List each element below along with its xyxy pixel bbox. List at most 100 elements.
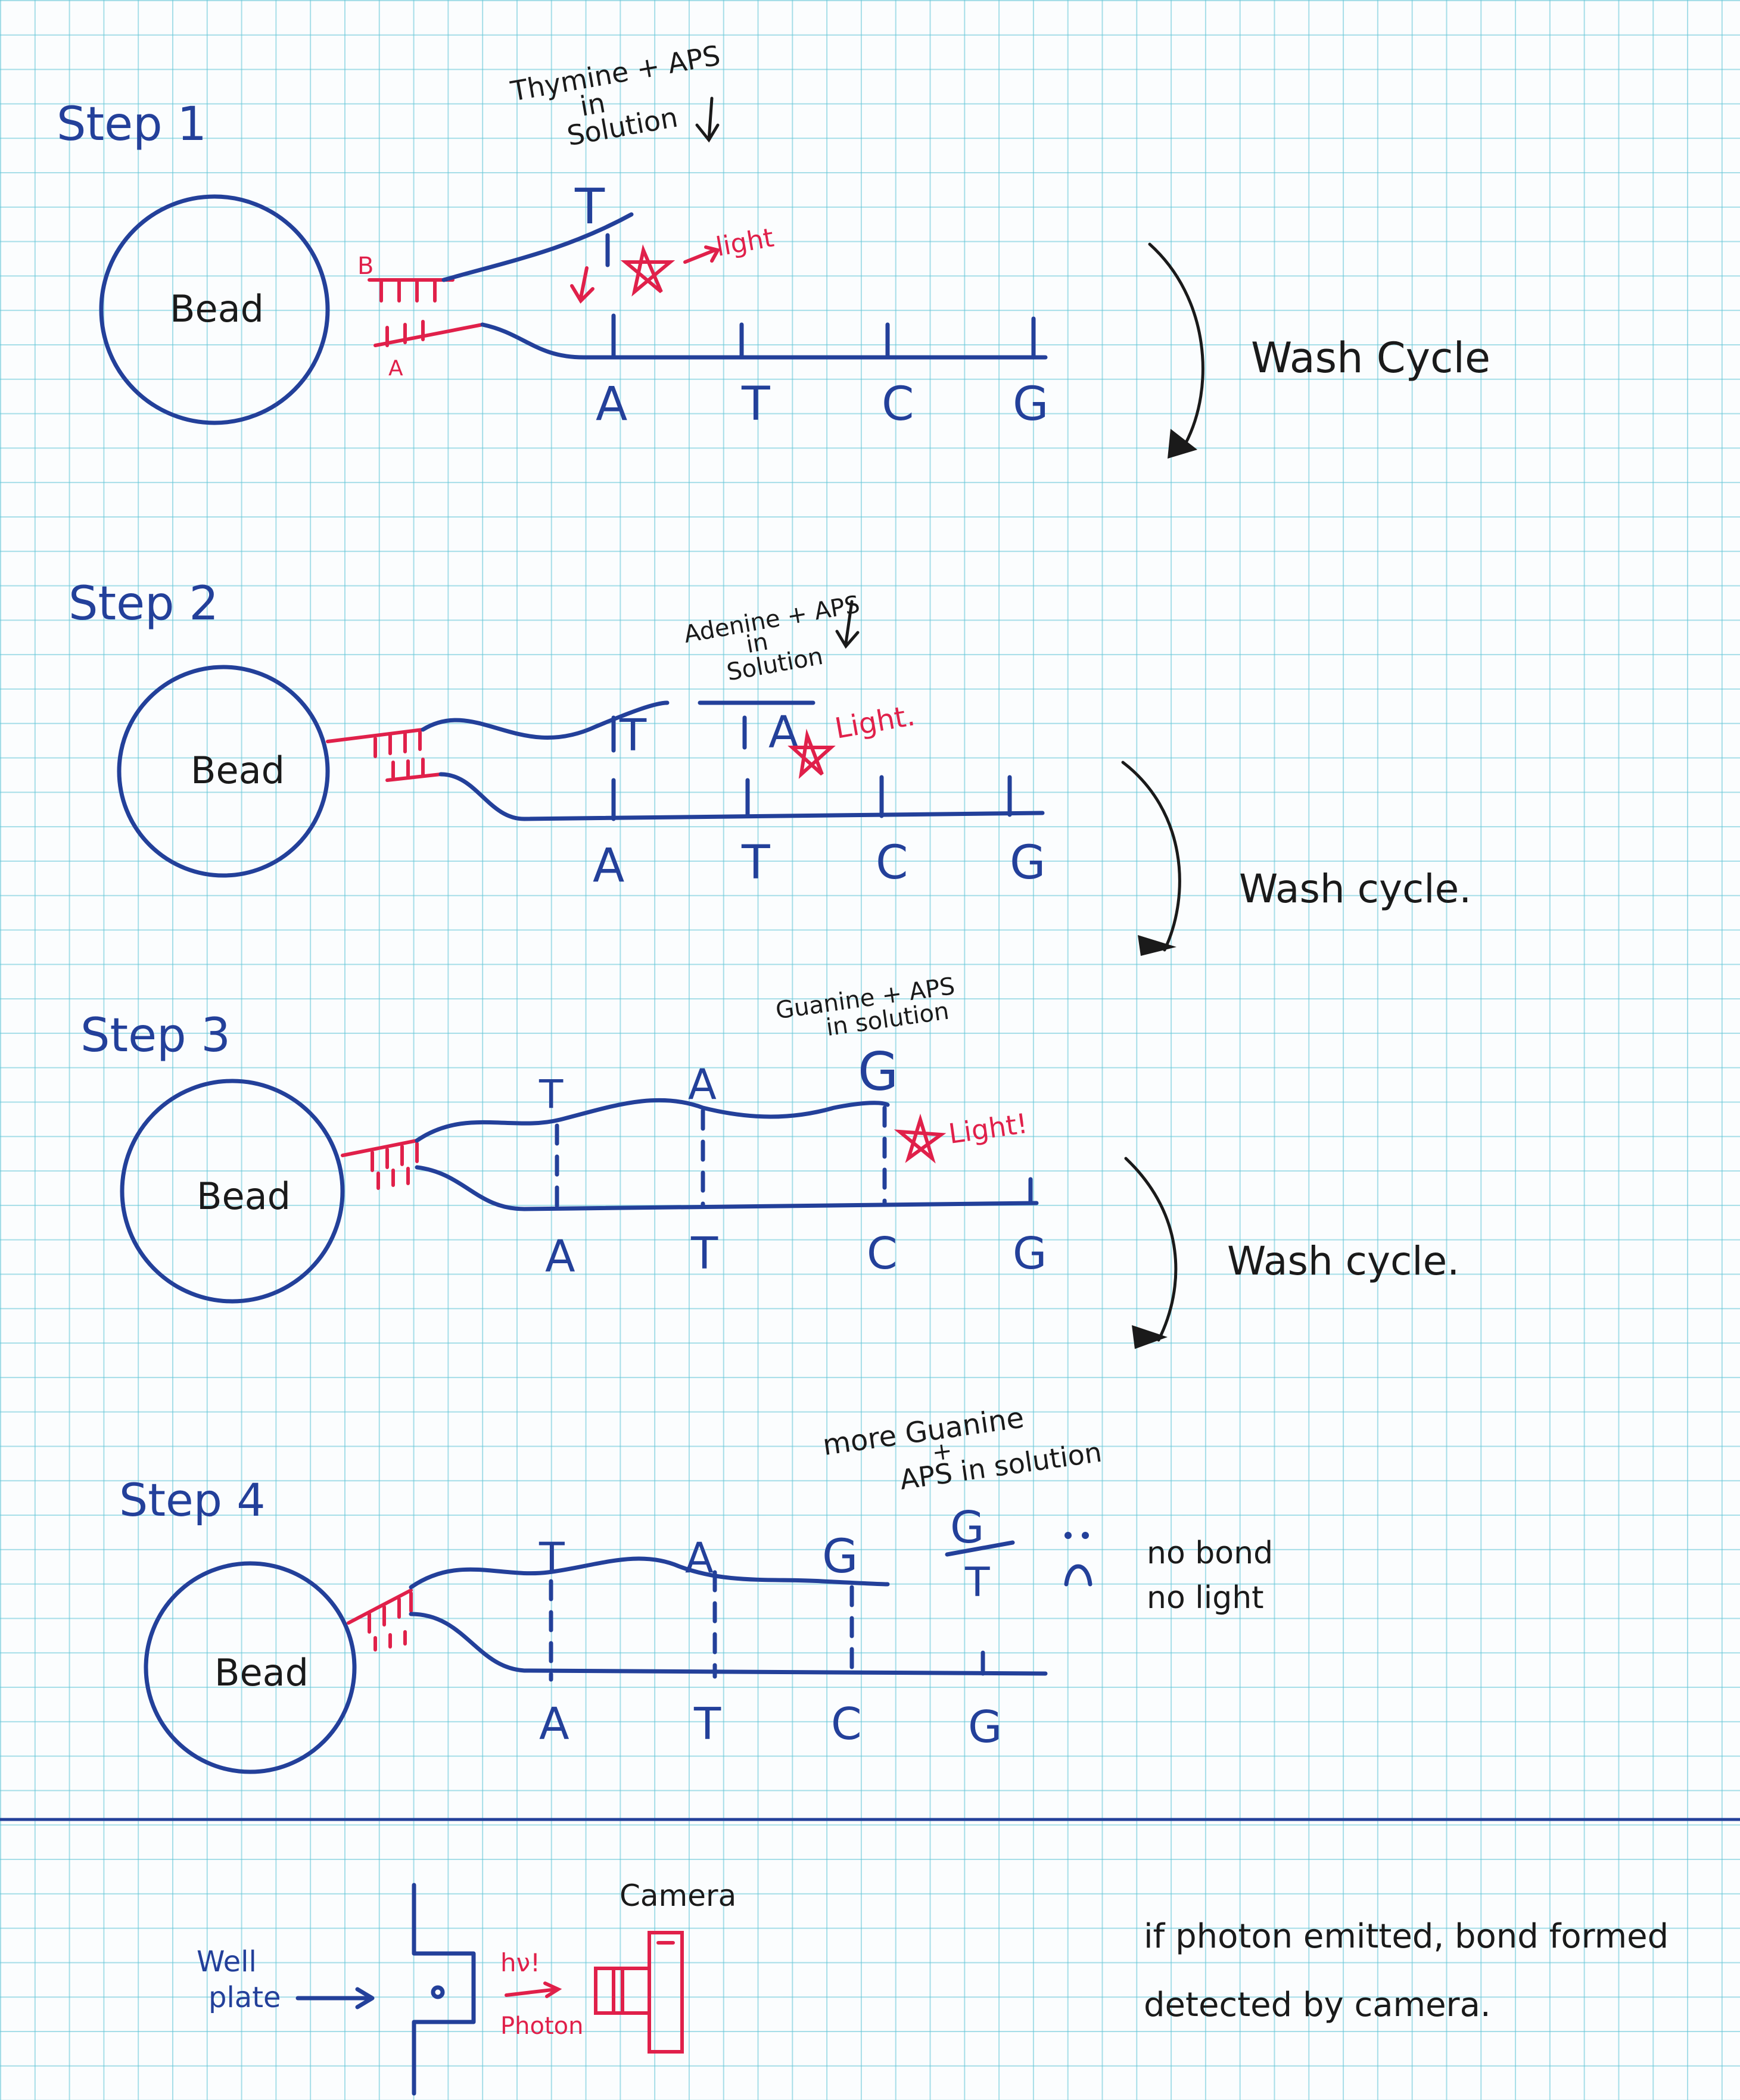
step-1-top-strand xyxy=(441,212,634,282)
step-4: Step 4 more Guanine + APS in solution Be… xyxy=(119,1401,1273,1774)
step-2-bond-ticks xyxy=(611,715,1012,821)
photon-label: Photon xyxy=(500,2012,583,2040)
step-4-primers xyxy=(347,1588,413,1652)
step-2-wash-arrowhead-icon xyxy=(1138,935,1176,956)
sad-face-icon xyxy=(1064,1532,1092,1587)
step-2-template-labels: A T C G xyxy=(593,836,1045,893)
step-3-wash-arrow xyxy=(1124,1157,1178,1342)
template-base-c: C xyxy=(876,836,908,890)
step-4-template-strand xyxy=(409,1612,1048,1676)
step-1-solution-line-2: in xyxy=(578,86,608,122)
step-1-light-star-icon xyxy=(620,244,676,297)
template-base-c: C xyxy=(867,1228,898,1279)
step-3-primers xyxy=(341,1139,419,1190)
step-1-bead xyxy=(99,194,330,425)
step-4-bead-label: Bead xyxy=(214,1651,309,1694)
step-3-light-label: Light! xyxy=(947,1107,1029,1150)
step-1-solution-note: Thymine + APS in Solution xyxy=(508,39,723,152)
step-3-bond-ticks xyxy=(555,1105,887,1211)
step-4-added-base-3: G xyxy=(822,1530,858,1584)
step-2-light-label: Light. xyxy=(832,699,917,746)
step-1-added-base-1: T xyxy=(574,179,605,235)
step-2-top-strand xyxy=(421,700,670,740)
step-2-label: Step 2 xyxy=(69,577,219,631)
step-1-wash-arrowhead-icon xyxy=(1168,429,1197,459)
step-1-template-strand xyxy=(480,322,1048,360)
step-2-bead xyxy=(117,665,330,878)
step-3-light-star-icon xyxy=(894,1113,947,1164)
step-4-bead xyxy=(144,1561,357,1774)
step-4-added-base-1: T xyxy=(539,1534,565,1582)
step-1-label: Step 1 xyxy=(57,98,207,151)
step-3-solution-note: Guanine + APS in solution xyxy=(774,973,957,1042)
step-4-note-line-2: no light xyxy=(1147,1580,1264,1616)
step-2-solution-line-3: Solution xyxy=(725,643,825,687)
step-1-light-arrow-icon xyxy=(683,245,721,264)
template-base-a: A xyxy=(539,1699,569,1750)
step-3-top-strand xyxy=(415,1098,890,1143)
primer-a-label: A xyxy=(388,356,403,381)
step-1-template-ticks xyxy=(611,313,1036,360)
step-3-label: Step 3 xyxy=(80,1009,231,1063)
primer-b-label: B xyxy=(357,253,373,280)
step-2-added-base-1: T xyxy=(619,710,647,761)
step-1-wash-label: Wash Cycle xyxy=(1251,334,1490,382)
step-3-template-labels: A T C G xyxy=(545,1228,1047,1282)
step-3-added-base-2: A xyxy=(688,1060,717,1109)
step-2-wash-label: Wash cycle. xyxy=(1239,866,1471,912)
step-4-solution-note: more Guanine + APS in solution xyxy=(821,1401,1104,1495)
step-3-wash-label: Wash cycle. xyxy=(1227,1238,1459,1284)
template-base-a: A xyxy=(596,378,627,431)
template-base-a: A xyxy=(545,1231,575,1282)
well-plate-arrow-icon xyxy=(295,1987,375,2009)
step-4-top-strand xyxy=(409,1556,890,1590)
step-3-bead-label: Bead xyxy=(197,1174,291,1218)
step-3-wash-arrowhead-icon xyxy=(1132,1325,1168,1349)
template-base-t: T xyxy=(741,378,770,431)
step-1-light-label: light xyxy=(714,223,776,263)
step-4-gt-bar xyxy=(945,1540,1015,1557)
step-1-primers: B A xyxy=(357,253,484,381)
step-2: Step 2 Adenine + APS in Solution Bead T … xyxy=(69,577,1471,956)
step-2-solution-line-2: in xyxy=(744,628,770,659)
step-2-bead-label: Bead xyxy=(191,749,285,792)
step-4-template-labels: A T C G xyxy=(539,1699,1002,1753)
caption-line-2: detected by camera. xyxy=(1144,1986,1491,2024)
well-plate-label-line-1: Well xyxy=(197,1945,257,1979)
caption-line-1: if photon emitted, bond formed xyxy=(1144,1917,1669,1956)
step-1: Step 1 Thymine + APS in Solution Bead B … xyxy=(57,39,1490,459)
template-base-c: C xyxy=(882,378,914,431)
step-3-bead xyxy=(120,1079,345,1304)
step-2-wash-arrow xyxy=(1121,761,1181,952)
step-1-down-arrow-icon xyxy=(695,96,720,143)
step-4-label: Step 4 xyxy=(119,1473,266,1526)
camera-label: Camera xyxy=(620,1878,736,1913)
step-2-template-strand xyxy=(438,772,1045,821)
step-3-added-base-1: T xyxy=(539,1071,564,1117)
template-base-t: T xyxy=(693,1699,721,1750)
step-1-wash-arrow xyxy=(1148,242,1204,445)
step-2-primers xyxy=(326,728,443,782)
camera-icon xyxy=(594,1931,684,2054)
step-4-solution-line-2: + xyxy=(930,1437,954,1467)
photon-arrow-icon xyxy=(505,1981,562,1998)
step-3-added-base-3: G xyxy=(858,1041,898,1102)
template-base-t: T xyxy=(690,1228,718,1279)
well-plate-label-line-2: plate xyxy=(208,1981,281,2014)
step-2-solution-line-1: Adenine + APS xyxy=(682,591,862,649)
step-1-bead-label: Bead xyxy=(170,287,264,331)
step-4-note-line-1: no bond xyxy=(1147,1535,1273,1571)
detection-schematic: Well plate hν! Photon Camera if photon e… xyxy=(197,1878,1669,2096)
step-3: Step 3 Guanine + APS in solution Bead T … xyxy=(80,973,1459,1349)
step-2-light-star-icon xyxy=(787,728,836,779)
template-base-a: A xyxy=(593,839,624,893)
template-base-c: C xyxy=(831,1699,862,1750)
template-base-g: G xyxy=(1013,1228,1047,1279)
step-1-template-labels: A T C G xyxy=(596,378,1048,431)
template-base-g: G xyxy=(1013,378,1048,431)
step-4-bond-ticks xyxy=(549,1570,854,1682)
hv-label: hν! xyxy=(500,1948,540,1977)
step-4-added-base-5: T xyxy=(964,1559,990,1606)
